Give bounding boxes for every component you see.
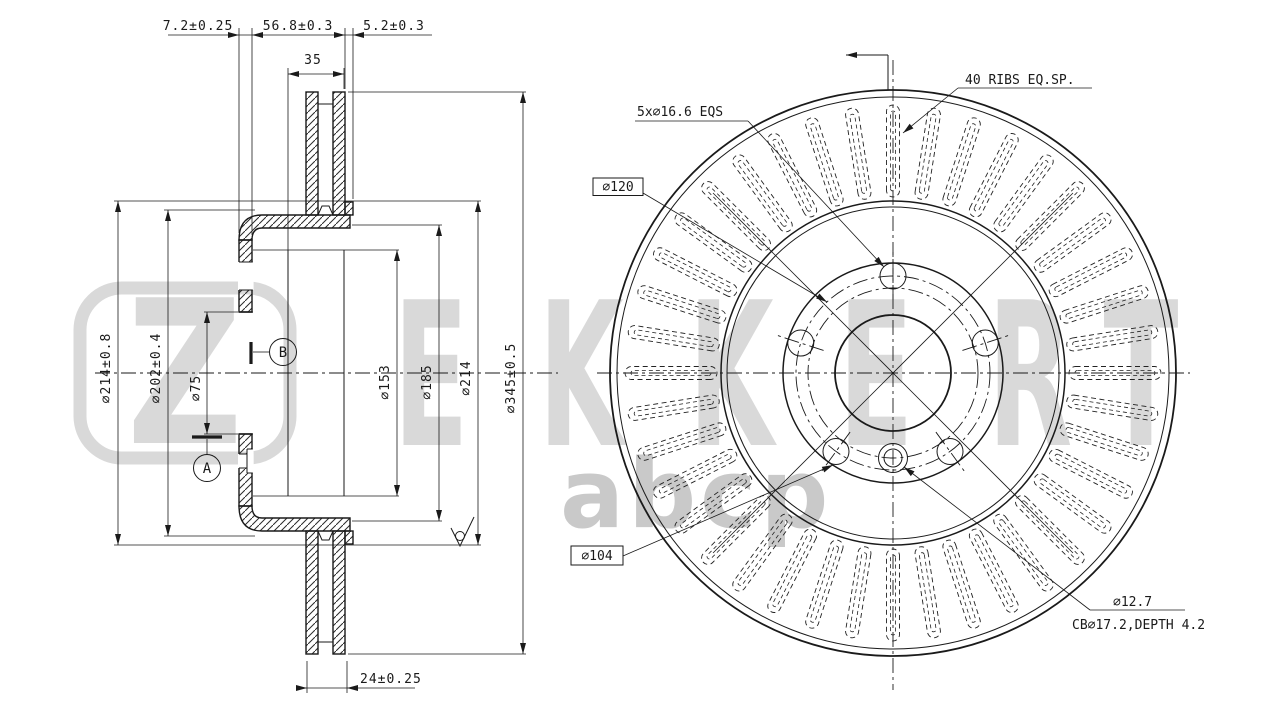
dim-hat-depth: 35	[304, 53, 322, 68]
svg-text:T: T	[1103, 260, 1178, 493]
bolt-holes	[777, 252, 1009, 472]
callout-set-screw: ∅12.7	[1113, 595, 1152, 610]
datum-b-label: B	[279, 345, 287, 361]
callout-bolt-holes: 5x∅16.6 EQS	[637, 105, 723, 120]
dim-disc-thickness: 24±0.25	[360, 672, 422, 687]
dimension-arrows	[115, 32, 915, 691]
dim-hat-inner: ∅153	[378, 364, 393, 399]
svg-text:K: K	[538, 260, 627, 493]
dim-friction-inner: ∅185	[420, 364, 435, 399]
callout-ribs: 40 RIBS EQ.SP.	[965, 73, 1075, 88]
datum-a-label: A	[203, 461, 212, 477]
dim-lip-diameter: ∅214	[459, 360, 474, 395]
section-cut-mark	[846, 54, 889, 90]
dim-d214-tol: ∅214±0.8	[99, 333, 114, 404]
dim-total-height: 56.8±0.3	[263, 19, 334, 34]
svg-text:K: K	[688, 260, 777, 493]
callout-hub: ∅104	[581, 549, 612, 564]
site-watermark: abcp	[560, 440, 832, 550]
brand-logo-letter: Z	[127, 257, 243, 490]
dim-flange-thickness: 7.2±0.25	[163, 19, 234, 34]
dim-outer-diameter: ∅345±0.5	[504, 343, 519, 414]
dim-lip-width: 5.2±0.3	[363, 19, 425, 34]
dim-bore: ∅75	[189, 375, 204, 401]
svg-text:R: R	[988, 260, 1073, 493]
callout-bcd: ∅120	[602, 180, 633, 195]
bolt-circle	[795, 275, 991, 471]
vent-ribs	[624, 104, 1162, 642]
dim-d202-tol: ∅202±0.4	[149, 333, 164, 404]
front-view: 5x∅16.6 EQS ∅120 ∅104 40 RIBS EQ.SP. ∅12…	[570, 54, 1205, 690]
callout-counterbore: CB∅17.2,DEPTH 4.2	[1072, 618, 1205, 633]
section-view: 7.2±0.25 56.8±0.3 5.2±0.3 35 24±0.25 ∅21…	[95, 19, 558, 693]
svg-text:E: E	[393, 260, 468, 493]
surface-finish-icon	[450, 516, 475, 548]
